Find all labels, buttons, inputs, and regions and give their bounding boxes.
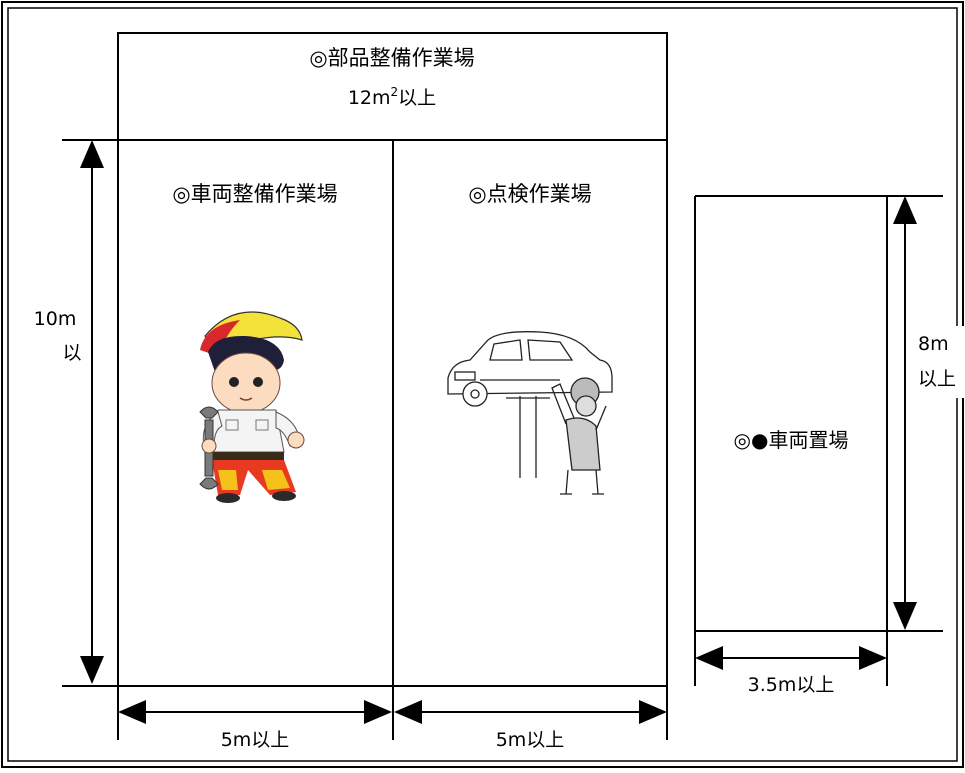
vehicle-work-title: ◎車両整備作業場 [172,182,337,206]
height-parking-label-1: 8m [918,333,949,355]
width-parking-arrow-left [695,646,723,670]
height-main-label-1: 10m [34,308,77,330]
height-main-arrow-down [80,656,104,684]
width-parking-arrow-right [859,646,887,670]
height-main-arrow-up [80,140,104,168]
inspection-title: ◎点検作業場 [468,182,591,206]
boy-mechanic-icon [199,311,305,503]
car-lift-mechanic-icon [447,331,613,495]
width-vehicle-arrow-left [118,700,146,724]
height-main-label-2: 以 [62,342,81,364]
width-inspection-label: 5m以上 [496,729,565,751]
width-parking-label: 3.5m以上 [748,674,835,696]
height-parking-label-2: 以上 [918,368,956,390]
parking-title: ◎●車両置場 [734,428,849,452]
width-inspection-arrow-right [639,700,667,724]
width-vehicle-arrow-right [364,700,392,724]
parts-workshop-title: ◎部品整備作業場 [309,46,474,70]
width-inspection-arrow-left [394,700,422,724]
height-main-label-bg [30,300,88,372]
height-parking-arrow-up [893,196,917,224]
width-vehicle-label: 5m以上 [221,729,290,751]
parts-workshop-area: 12m2以上 [348,85,436,109]
height-parking-arrow-down [893,602,917,630]
height-parking-label-bg [912,326,965,398]
